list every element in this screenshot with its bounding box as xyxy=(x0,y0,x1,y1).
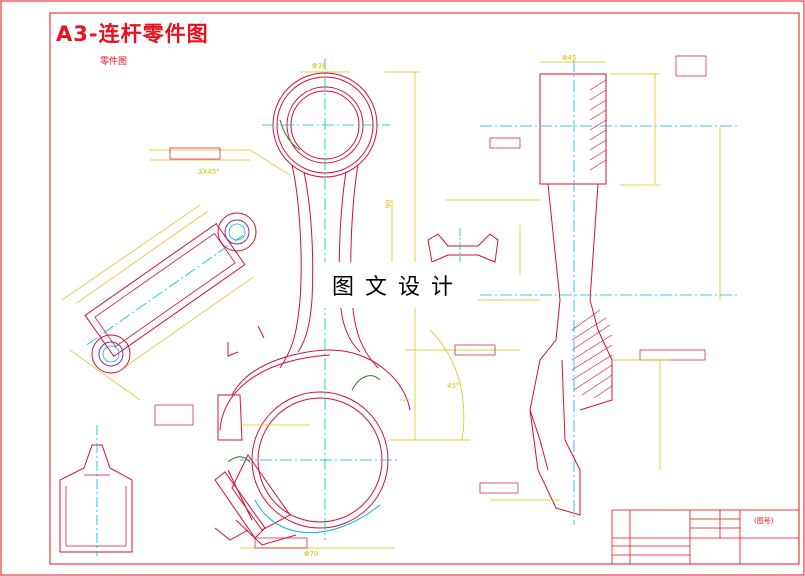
big-end-ref-arc xyxy=(254,499,381,534)
hatch-mid xyxy=(571,309,613,399)
front-view-detail xyxy=(227,119,381,463)
front-view xyxy=(214,72,411,546)
title-block xyxy=(611,509,800,565)
dim-label-2: Φ45 xyxy=(562,54,577,62)
side-dimensions xyxy=(445,61,721,501)
dim-label-5: Φ70 xyxy=(304,550,319,558)
sheet-subtitle: 零件图 xyxy=(100,57,128,67)
sheet-title: A3-连杆零件图 xyxy=(56,22,209,46)
dim-label-1: Φ38 xyxy=(312,62,327,70)
dim-label-6: 45° xyxy=(447,382,460,390)
dim-label-4: 3X45° xyxy=(198,168,220,176)
rotated-section xyxy=(76,211,254,369)
side-view xyxy=(529,73,613,516)
rotated-section-dims xyxy=(61,149,291,401)
detail-view xyxy=(59,425,133,556)
section-markers xyxy=(214,325,265,541)
side-centerlines xyxy=(480,60,740,525)
inner-border xyxy=(49,12,800,565)
tolerance-boxes xyxy=(154,55,707,549)
watermark: 图文设计 xyxy=(318,262,478,308)
dim-label-3: 90 xyxy=(384,199,393,209)
hatch-top xyxy=(589,79,607,171)
drawing-number: (图号) xyxy=(754,517,774,525)
rotated-section-ends xyxy=(91,212,257,374)
